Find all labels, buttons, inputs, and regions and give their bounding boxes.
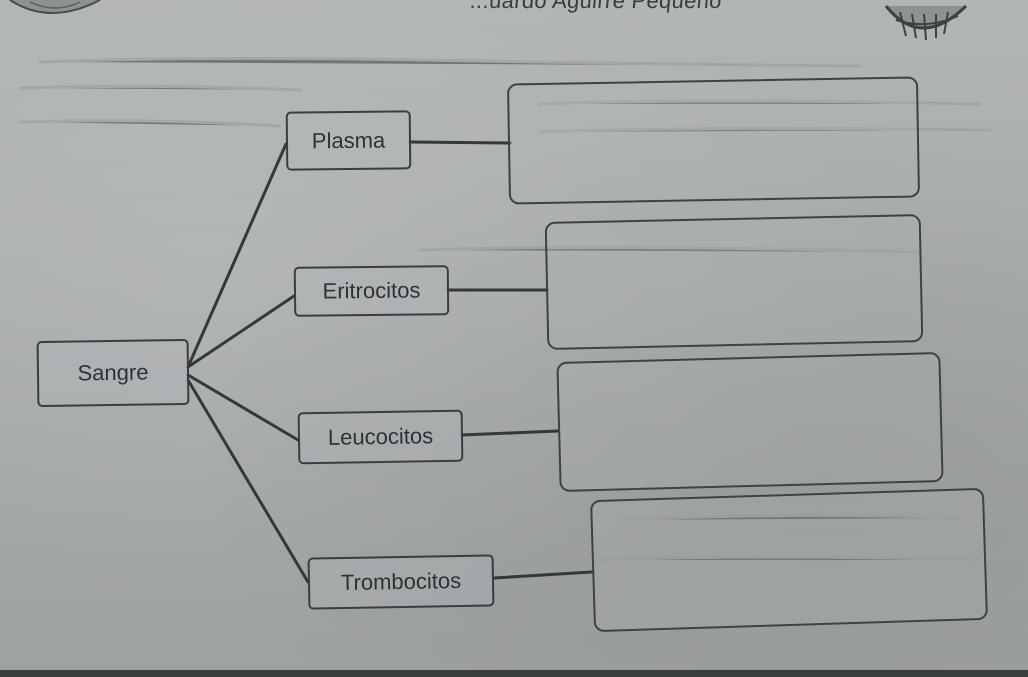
- page-bottom-edge: [0, 670, 1028, 677]
- school-logo-right: [884, 4, 968, 41]
- answer-box-eritrocitos[interactable]: [544, 214, 924, 350]
- answer-box-leucocitos[interactable]: [556, 351, 944, 493]
- root-node-sangre: Sangre: [36, 338, 190, 408]
- branch-node-plasma: Plasma: [285, 110, 412, 171]
- seal-logo-left: [9, 0, 101, 14]
- branch-node-leucocitos: Leucocitos: [297, 409, 464, 465]
- branch-node-eritrocitos: Eritrocitos: [293, 265, 450, 317]
- answer-box-plasma[interactable]: [506, 76, 921, 205]
- branch-node-trombocitos: Trombocitos: [307, 554, 495, 610]
- answer-box-trombocitos[interactable]: [590, 487, 988, 633]
